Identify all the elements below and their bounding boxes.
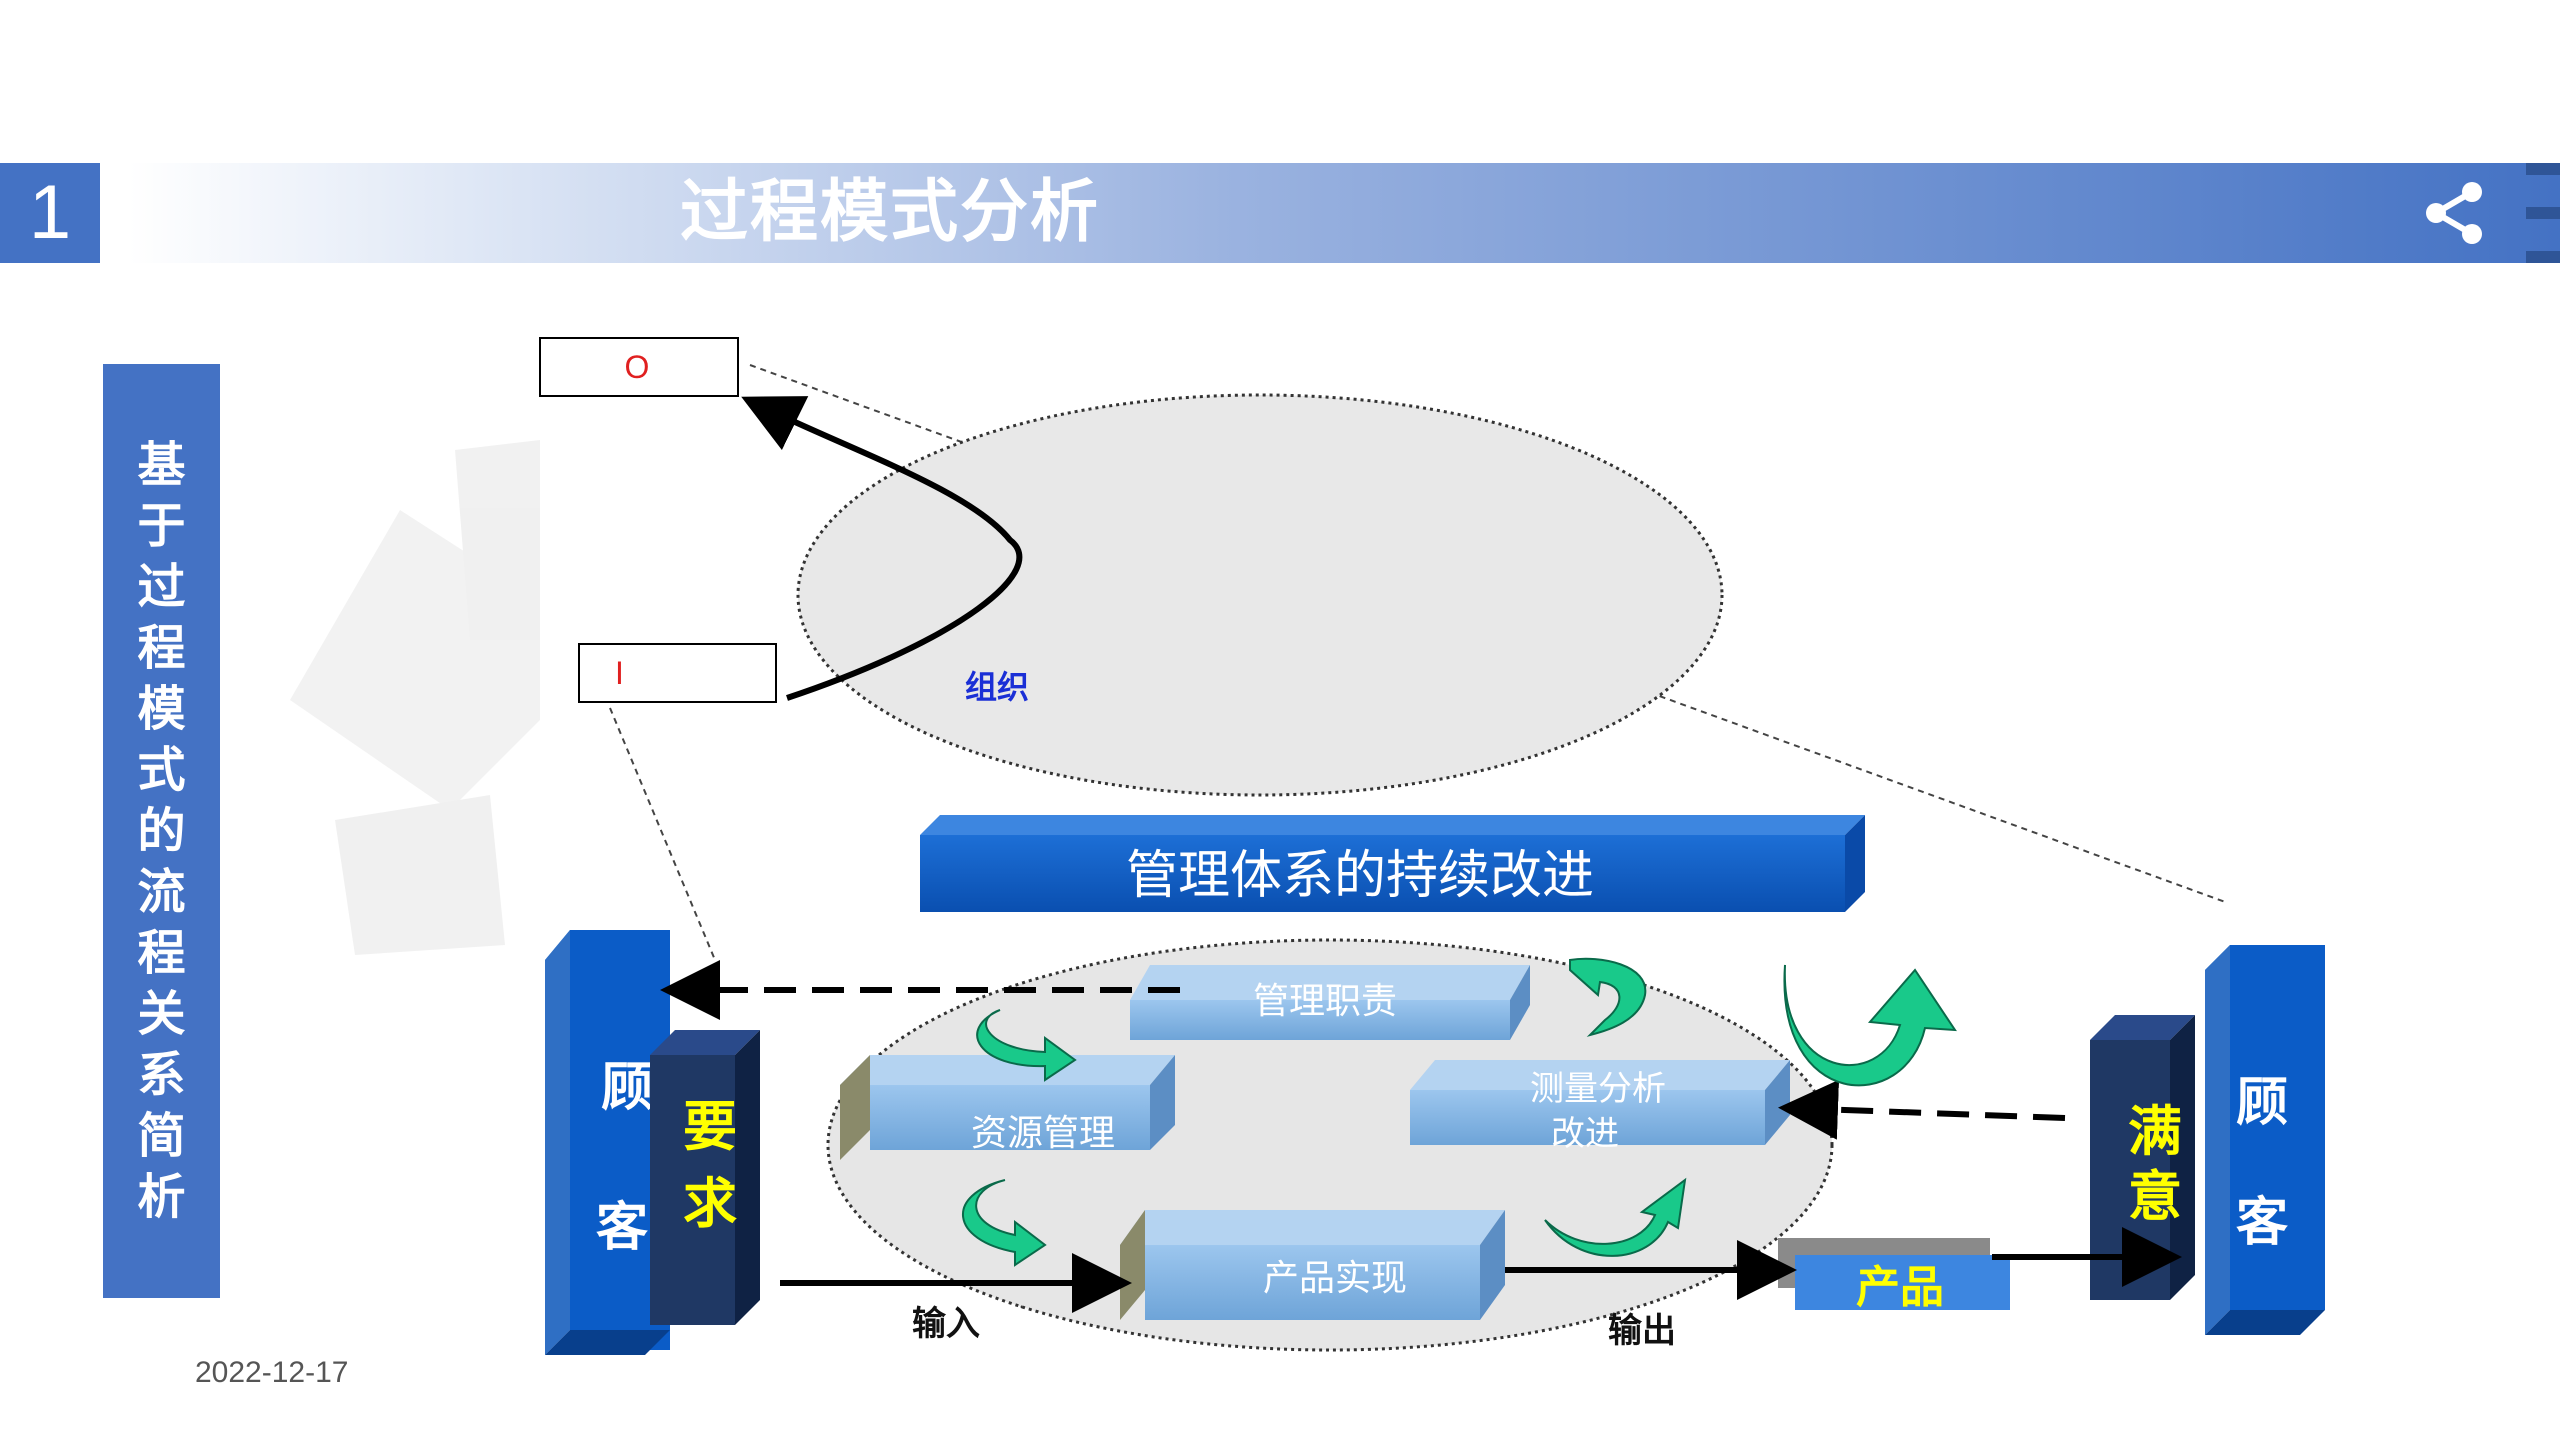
- process-measure-label-2: 改进: [1551, 1114, 1619, 1154]
- process-realization-box: 产品实现: [1120, 1210, 1505, 1320]
- footer-date: 2022-12-17: [195, 1356, 349, 1389]
- svg-text:满: 满: [2128, 1099, 2182, 1163]
- process-resources-box: 资源管理: [840, 1055, 1175, 1160]
- right-customer-column: 顾 客: [2205, 945, 2325, 1335]
- banner-label: 管理体系的持续改进: [1126, 846, 1594, 906]
- input-label: 输入: [912, 1304, 980, 1344]
- process-management-box: 管理职责: [1130, 965, 1530, 1040]
- product-label: 产品: [1856, 1262, 1944, 1313]
- left-customer-text: 顾: [592, 1059, 653, 1112]
- process-resources-label: 资源管理: [971, 1113, 1115, 1154]
- product-box: 产品: [1778, 1238, 2010, 1313]
- cycle-arrow-1: [976, 1009, 1077, 1082]
- input-box: [578, 643, 777, 703]
- svg-text:求: 求: [683, 1171, 737, 1235]
- input-box-label: I: [615, 655, 624, 691]
- dashed-arrow-from-satisfaction: [1778, 1079, 2066, 1140]
- organization-label: 组织: [965, 668, 1029, 706]
- output-box: [539, 337, 739, 397]
- svg-text:客: 客: [2236, 1192, 2288, 1253]
- side-label: 基于过程模式的流程关系简析: [103, 364, 220, 1298]
- output-label: 输出: [1608, 1311, 1676, 1351]
- feedback-curve-arrow: [741, 396, 1023, 701]
- organization-ellipse: [796, 393, 1724, 797]
- process-management-label: 管理职责: [1253, 981, 1397, 1022]
- share-icon[interactable]: [2420, 180, 2490, 246]
- svg-text:要: 要: [683, 1094, 737, 1158]
- cycle-arrow-4: [1544, 1177, 1687, 1257]
- cycle-arrows: [962, 957, 1687, 1267]
- improvement-banner: 管理体系的持续改进: [920, 815, 1865, 912]
- side-label-text: 基于过程模式的流程关系简析: [137, 436, 186, 1225]
- process-measure-label-1: 测量分析: [1530, 1069, 1666, 1109]
- page-title: 过程模式分析: [680, 173, 1101, 252]
- big-u-turn-arrow: [1783, 964, 1957, 1087]
- requirement-column: 要 求: [650, 1030, 760, 1325]
- svg-text:顾: 顾: [2236, 1072, 2288, 1133]
- decorative-shapes: [290, 440, 540, 955]
- section-number: 1: [0, 163, 100, 263]
- title-bar: [128, 163, 2560, 263]
- header-tabs-decoration: [2526, 163, 2560, 263]
- output-box-label: O: [625, 349, 650, 385]
- zoom-line-bottom: [609, 707, 716, 961]
- process-measure-box: 测量分析 改进: [1410, 1060, 1790, 1154]
- svg-text:意: 意: [2128, 1164, 2182, 1228]
- cycle-arrow-2: [1569, 957, 1647, 1037]
- cycle-arrow-3: [962, 1179, 1047, 1267]
- svg-text:客: 客: [596, 1197, 648, 1258]
- process-realization-label: 产品实现: [1263, 1258, 1407, 1299]
